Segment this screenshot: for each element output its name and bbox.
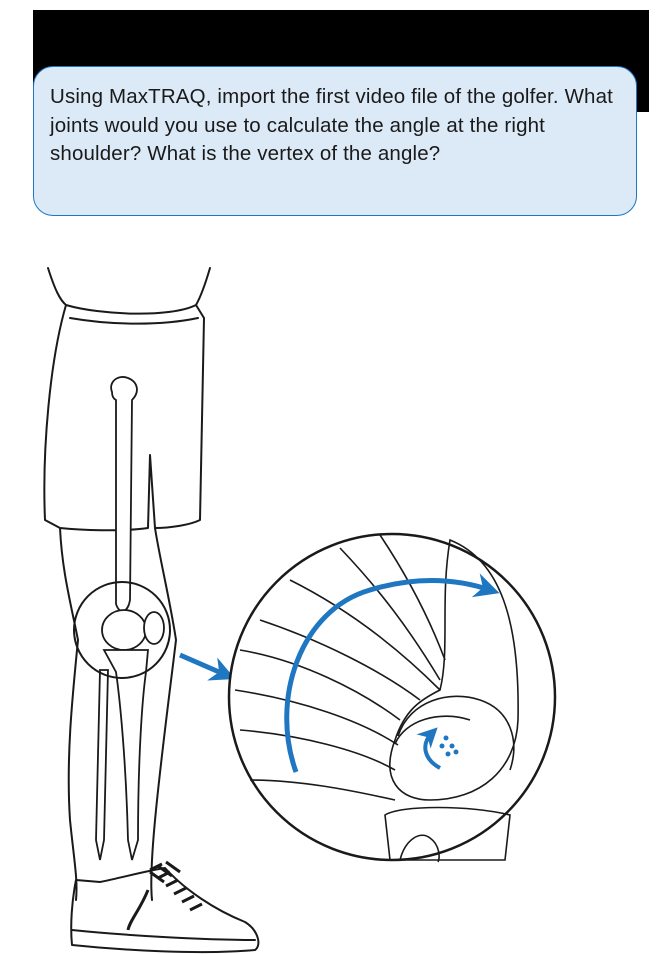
zoom-pointer-arrow [180, 655, 226, 675]
leg-bones [96, 377, 164, 860]
leg-outline [44, 268, 258, 952]
question-text: Using MaxTRAQ, import the first video fi… [50, 83, 620, 169]
magnified-knee-view [229, 534, 555, 862]
question-callout-box: Using MaxTRAQ, import the first video fi… [33, 66, 637, 216]
knee-joint-illustration [0, 240, 659, 954]
